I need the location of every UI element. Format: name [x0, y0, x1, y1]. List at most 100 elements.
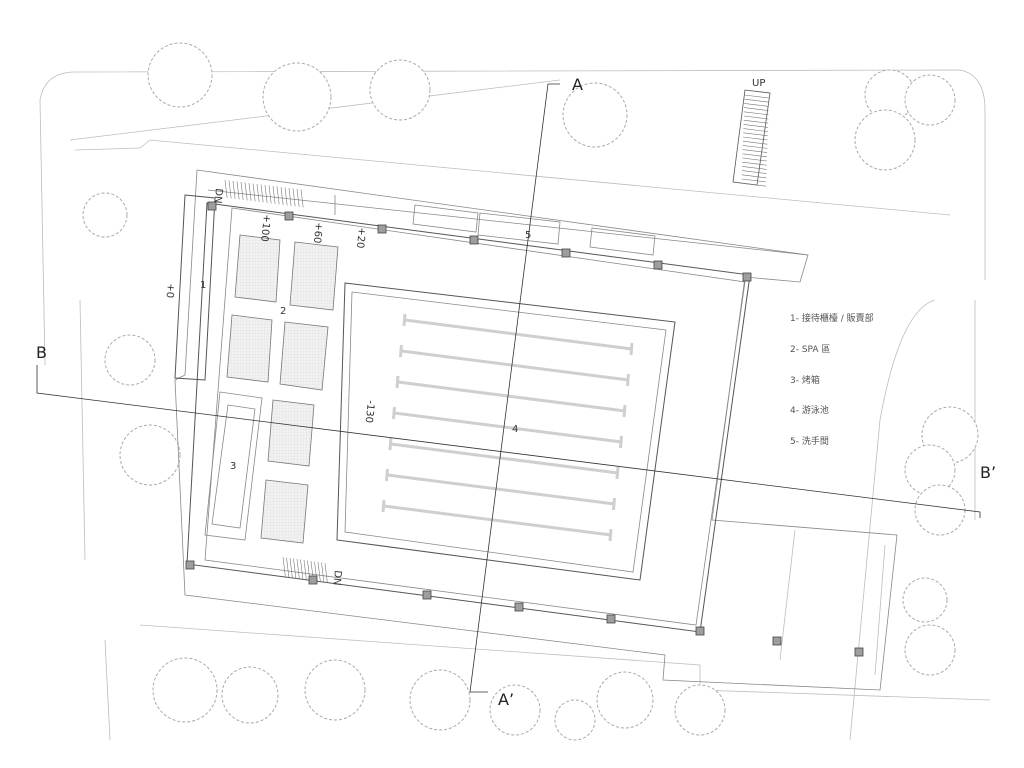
- legend-item: 2- SPA 區: [790, 344, 830, 355]
- stair-tread: [744, 98, 769, 103]
- lane-end: [388, 437, 393, 451]
- legend-item: 3- 烤箱: [790, 374, 820, 386]
- stair-tread: [321, 562, 325, 583]
- level-label: -130: [363, 400, 376, 424]
- column: [695, 626, 705, 636]
- lane-end: [615, 466, 620, 480]
- stair-tread: [293, 558, 297, 579]
- level-label: +20: [354, 227, 367, 249]
- stair-tread: [224, 179, 228, 198]
- tree: [854, 109, 916, 171]
- lane-line: [394, 411, 622, 444]
- stair-tread: [252, 183, 256, 202]
- column: [469, 235, 479, 245]
- legend-item: 4- 游泳池: [790, 404, 829, 416]
- lane-end: [619, 435, 623, 449]
- legend: 1- 接待櫃檯 / 販賣部 2- SPA 區 3- 烤箱 4- 游泳池 5- 洗…: [790, 312, 874, 447]
- tree: [489, 684, 541, 736]
- stair-tread: [284, 187, 288, 206]
- room-number: 1: [200, 280, 206, 291]
- lane-line: [397, 380, 626, 413]
- tree: [914, 484, 966, 536]
- swimming-pool: [336, 282, 676, 581]
- spa-pools: [204, 234, 339, 544]
- stair-tread: [743, 132, 768, 137]
- tree: [409, 669, 471, 731]
- stair-tread: [264, 184, 268, 203]
- stair-tread: [248, 182, 252, 201]
- stair-tread: [300, 189, 304, 208]
- column: [653, 260, 663, 270]
- stair-tread: [286, 557, 290, 578]
- section-mark-a: A: [572, 75, 583, 94]
- stair-tread: [744, 103, 769, 107]
- lane-end: [395, 375, 400, 389]
- stair-tread: [300, 559, 304, 580]
- stair-tread: [743, 124, 769, 128]
- stair-tread: [236, 181, 240, 200]
- stair-tread: [742, 157, 767, 162]
- stair-tread: [742, 145, 768, 149]
- tree: [369, 59, 431, 121]
- stair-tread: [276, 186, 280, 205]
- lane-line: [401, 349, 629, 382]
- column: [422, 590, 432, 600]
- column: [772, 636, 782, 646]
- tree: [119, 424, 181, 486]
- tree: [902, 577, 948, 623]
- tree: [596, 671, 654, 729]
- lane-end: [608, 528, 613, 542]
- stair-top: [224, 179, 304, 208]
- stair-tread: [292, 188, 296, 207]
- stair-tread: [741, 178, 767, 183]
- tree: [904, 74, 956, 126]
- lane-line: [387, 473, 615, 506]
- room-number: 3: [230, 461, 236, 472]
- level-label: +0: [163, 283, 175, 299]
- tree: [904, 624, 956, 676]
- lane-end: [622, 404, 627, 418]
- stair-tread: [743, 136, 768, 141]
- stair-tread: [742, 166, 767, 170]
- lane-end: [385, 468, 389, 482]
- stair-tread: [288, 187, 292, 206]
- tree: [674, 684, 726, 736]
- stair-tread: [272, 185, 276, 204]
- stair-tread: [282, 556, 286, 577]
- stair-tread: [742, 149, 768, 153]
- room-number: 5: [525, 230, 531, 241]
- stair-tread: [260, 184, 264, 203]
- service-rooms: [174, 189, 809, 381]
- stair-bottom: [282, 556, 328, 583]
- legend-item: 5- 洗手間: [790, 435, 829, 447]
- lane-end: [381, 499, 386, 513]
- stair-tread: [743, 119, 769, 124]
- stair-tread: [743, 128, 768, 132]
- stair-tread: [296, 558, 300, 579]
- tree: [304, 659, 366, 721]
- tree: [562, 82, 628, 148]
- trees: [82, 42, 979, 741]
- section-line-a: [469, 83, 560, 693]
- column: [514, 602, 524, 612]
- roof-outline: [174, 169, 898, 691]
- section-line-b: [36, 365, 981, 518]
- stair-dn-label-top: DN: [211, 188, 224, 204]
- section-mark-a-prime: A’: [498, 690, 514, 709]
- stair-tread: [317, 561, 321, 582]
- column: [561, 248, 571, 258]
- stair-tread: [256, 183, 260, 202]
- column: [308, 575, 318, 585]
- lane-end: [612, 497, 616, 511]
- stair-tread: [743, 111, 769, 116]
- lane-end: [626, 373, 630, 387]
- stair-tread: [743, 115, 769, 120]
- column: [207, 201, 217, 211]
- tree: [554, 699, 596, 741]
- lane-line: [383, 504, 612, 537]
- column: [742, 272, 752, 282]
- column: [284, 211, 294, 221]
- stair-tread: [742, 161, 767, 166]
- column: [606, 614, 616, 624]
- column: [185, 560, 195, 570]
